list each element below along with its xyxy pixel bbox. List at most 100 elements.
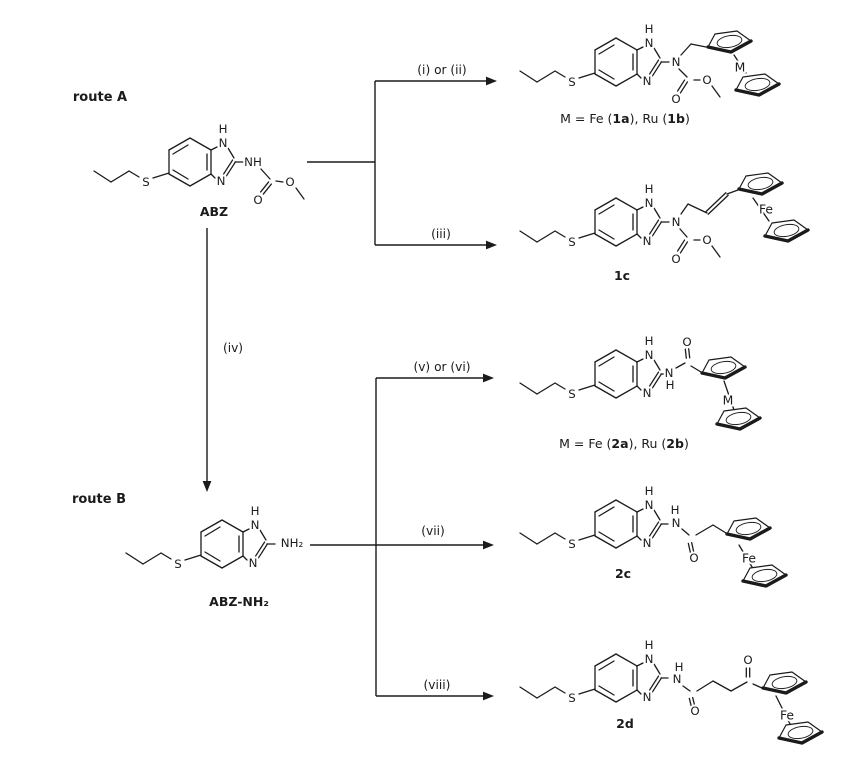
bond xyxy=(730,681,748,692)
bond xyxy=(598,531,615,542)
atom-label: S xyxy=(568,387,576,401)
step-iv: (iv) xyxy=(223,341,243,355)
bond xyxy=(726,189,739,195)
atom-label: H xyxy=(675,660,684,674)
bond xyxy=(615,349,638,363)
cp-ring-lower-wedge xyxy=(734,82,781,97)
bond xyxy=(554,230,566,238)
double-bond xyxy=(679,81,689,94)
atom-label: NH₂ xyxy=(281,536,303,550)
bond xyxy=(712,524,727,534)
bond xyxy=(578,384,596,391)
bond xyxy=(536,686,556,699)
cp-ring-upper-inner xyxy=(710,360,737,375)
bond xyxy=(125,552,144,565)
bond xyxy=(110,170,130,183)
bond xyxy=(594,653,617,667)
bond xyxy=(594,233,617,247)
atom-label: O xyxy=(689,551,698,565)
product-2d-caption-part: 2d xyxy=(616,716,634,731)
atom-label: H xyxy=(645,638,654,652)
arrow-viii xyxy=(376,691,494,701)
atom-label: N xyxy=(643,536,652,550)
atom-label: N xyxy=(672,55,681,69)
bond xyxy=(615,653,638,667)
bond xyxy=(636,46,644,51)
bond xyxy=(598,381,615,392)
step-v-or-vi: (v) or (vi) xyxy=(413,360,470,374)
atom-label: S xyxy=(568,75,576,89)
double-bond xyxy=(679,241,689,254)
bond xyxy=(554,70,566,78)
double-bond xyxy=(648,59,660,75)
product-2ab-caption-part: ) xyxy=(684,436,689,451)
double-bond xyxy=(651,523,663,539)
double-bond xyxy=(648,371,660,387)
bond xyxy=(636,73,642,79)
atom-label: N xyxy=(643,386,652,400)
bond xyxy=(598,229,615,240)
metal-stem xyxy=(752,197,770,222)
bond xyxy=(554,382,566,390)
atom-label: S xyxy=(568,691,576,705)
bond xyxy=(636,662,644,667)
arrow-iv-head xyxy=(202,481,212,492)
product-2c-caption-part: 2c xyxy=(615,566,631,581)
bond xyxy=(554,532,566,540)
bond xyxy=(712,680,732,692)
bond xyxy=(711,245,721,258)
atom-label: N xyxy=(665,366,674,380)
double-bond xyxy=(691,541,695,553)
cp-ring-lower-inner xyxy=(744,77,771,92)
bond xyxy=(519,230,538,243)
bond xyxy=(210,173,216,179)
step-vii: (vii) xyxy=(421,524,445,538)
atom-label: H xyxy=(645,484,654,498)
bond xyxy=(184,554,202,561)
bond xyxy=(594,349,617,363)
bond xyxy=(615,535,638,549)
product-2c-structure-metallocene: Fe xyxy=(725,517,788,588)
bond xyxy=(598,44,615,55)
double-bond xyxy=(651,221,663,237)
bond xyxy=(204,551,221,562)
double-bond xyxy=(257,543,269,559)
arrow-viii-head xyxy=(483,691,494,701)
double-bond xyxy=(688,348,691,359)
bond xyxy=(653,47,661,59)
bond xyxy=(598,685,615,696)
atom-label: H xyxy=(645,22,654,36)
bond xyxy=(615,689,638,703)
product-2ab-caption-part: 2a xyxy=(611,436,628,451)
bond xyxy=(679,228,688,238)
bond xyxy=(636,689,642,695)
atom-label: O xyxy=(682,335,691,349)
bond xyxy=(681,528,690,536)
atom-label: N xyxy=(645,348,654,362)
bond xyxy=(168,137,191,151)
cp-ring-upper-wedge xyxy=(725,526,772,541)
product-2ab-structure-metallocene: M xyxy=(700,356,762,431)
bond xyxy=(690,43,707,48)
bond xyxy=(142,552,162,565)
double-bond xyxy=(691,696,696,707)
bond xyxy=(653,359,661,371)
double-bond xyxy=(648,521,660,537)
bond xyxy=(519,532,538,545)
product-1ab-caption-part: 1b xyxy=(667,111,685,126)
metal-stem xyxy=(775,695,792,727)
atom-label: N xyxy=(219,136,228,150)
atom-label: O xyxy=(253,193,262,207)
metal-label: M xyxy=(723,393,734,408)
arrow-iii-head xyxy=(486,240,497,250)
double-bond xyxy=(707,194,729,215)
atom-label: N xyxy=(672,516,681,530)
bond xyxy=(675,362,686,369)
cp-ring-lower-wedge xyxy=(763,228,810,243)
bond xyxy=(615,499,638,513)
